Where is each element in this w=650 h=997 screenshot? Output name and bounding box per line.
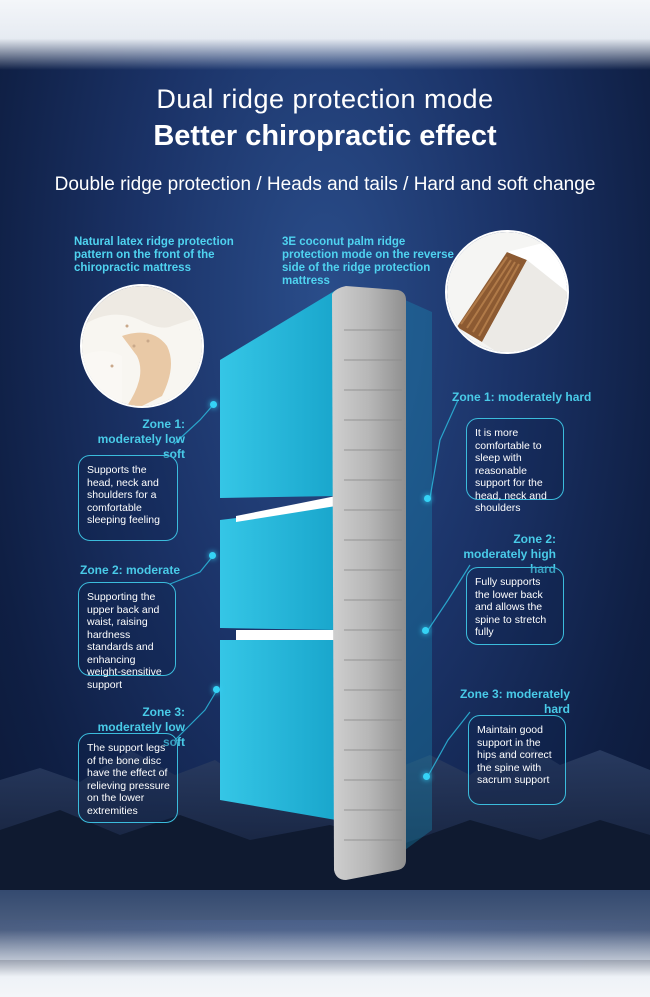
left-zone2-title: Zone 2: moderate: [80, 563, 181, 577]
right-zone3-description: Maintain good support in the hips and co…: [468, 715, 566, 805]
zone1-right-marker: [424, 495, 431, 502]
coconut-palm-sample-image: [445, 230, 569, 354]
right-zone2-title: Zone 2: moderately high hard: [463, 532, 556, 576]
left-zone2-description: Supporting the upper back and waist, rai…: [78, 582, 176, 691]
zone3-left-marker: [213, 686, 220, 693]
zone1-left-marker: [210, 401, 217, 408]
bottom-cloud: [0, 930, 650, 997]
right-zone1-description: It is more comfortable to sleep with rea…: [466, 418, 564, 514]
mountain-landscape: [0, 740, 650, 960]
page-subtitle: Double ridge protection / Heads and tail…: [54, 174, 596, 195]
zone2-left-marker: [209, 552, 216, 559]
right-zone3-title: Zone 3: moderately hard: [459, 687, 570, 716]
top-cloud: [0, 0, 650, 70]
left-zone1-description: Supports the head, neck and shoulders fo…: [78, 455, 178, 541]
latex-sample-image: [80, 284, 204, 408]
zone3-right-marker: [423, 773, 430, 780]
left-zone1-title: Zone 1: moderately low soft: [97, 417, 185, 461]
right-zone1-title: Zone 1: moderately hard: [452, 390, 592, 404]
front-label: Natural latex ridge protection pattern o…: [74, 236, 234, 274]
left-zone3-description: The support legs of the bone disc have t…: [78, 733, 178, 823]
page-title: Dual ridge protection mode: [156, 84, 494, 114]
zone2-right-marker: [422, 627, 429, 634]
right-zone2-description: Fully supports the lower back and allows…: [466, 567, 564, 645]
page-headline: Better chiropractic effect: [153, 120, 497, 152]
back-label: 3E coconut palm ridge protection mode on…: [282, 236, 454, 287]
